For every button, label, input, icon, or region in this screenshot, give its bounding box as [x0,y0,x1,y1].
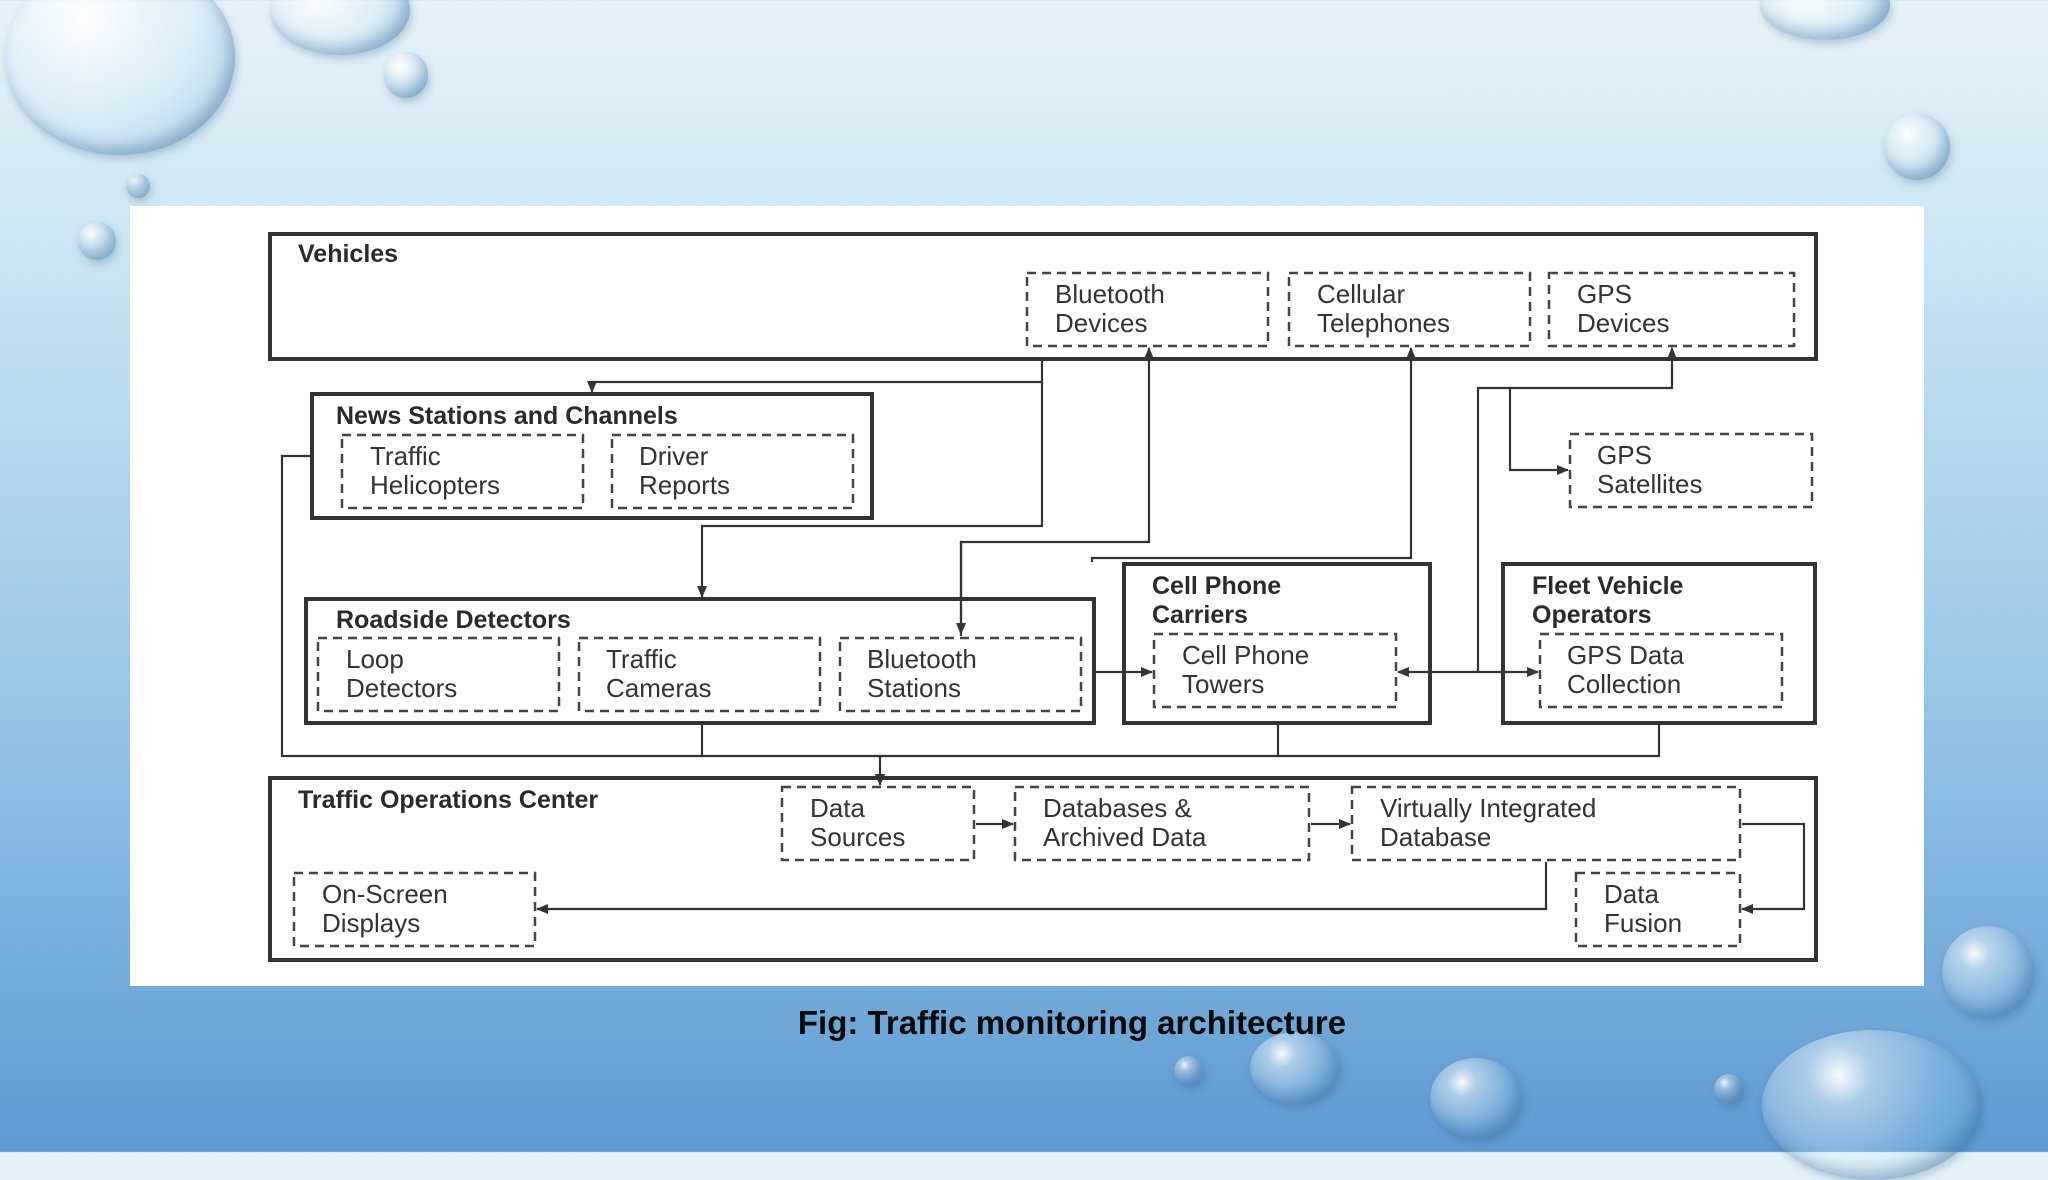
traffic-cameras-label: Traffic Cameras [606,644,712,703]
diagram-lines [268,232,1818,962]
bluetooth-stations-label: Bluetooth Stations [867,644,977,703]
news-title: News Stations and Channels [336,402,678,430]
cell-carriers-box [1122,562,1432,725]
water-drop-decoration [384,52,428,98]
databases-archived-label: Databases & Archived Data [1043,793,1207,852]
loop-detectors-label: Loop Detectors [346,644,458,703]
gps-data-collection-box [1538,632,1784,709]
fleet-box [1501,562,1817,725]
fleet-title: Fleet Vehicle Operators [1532,572,1684,629]
bluetooth-stations-box [838,636,1083,713]
toc-title: Traffic Operations Center [298,786,599,814]
cellular-telephones-box [1287,271,1532,348]
virtually-integrated-label: Virtually Integrated Database [1380,793,1597,852]
figure-caption: Fig: Traffic monitoring architecture [797,1004,1347,1041]
gps-data-collection-label: GPS Data Collection [1567,640,1685,699]
cellular-telephones-label: Cellular Telephones [1317,279,1450,338]
water-drop-decoration [78,222,116,260]
data-sources-label: Data Sources [810,793,906,852]
driver-reports-box [610,433,855,510]
gps-devices-box [1547,271,1796,348]
traffic-cameras-box [577,636,822,713]
traffic-helicopters-label: Traffic Helicopters [370,441,501,500]
data-fusion-label: Data Fusion [1604,879,1683,938]
water-drop-decoration [1762,1030,1982,1180]
water-drop-decoration [1760,0,1890,40]
water-drop-decoration [1884,114,1950,180]
connector-carriers-to-cellular [1090,347,1416,562]
news-box [310,392,874,520]
bluetooth-devices-label: Bluetooth Devices [1055,279,1165,338]
connector-gps-devices [1476,347,1677,672]
water-drop-decoration [126,174,150,198]
water-drop-decoration [1174,1056,1204,1086]
toc-box [268,776,1818,962]
gps-satellites-label: GPS Satellites [1597,440,1703,499]
cell-phone-towers-box [1152,632,1398,709]
water-drop-decoration [1942,926,2034,1018]
connector-integrated-to-fusion [1741,822,1806,914]
roadside-box [304,597,1096,725]
water-drop-decoration [1714,1074,1744,1104]
water-drop-decoration [5,0,235,155]
water-drop-decoration [270,0,410,55]
connector-vehicles-to-news [587,359,1044,393]
connector-news-to-toc [280,454,880,758]
loop-detectors-box [316,636,561,713]
data-sources-box [780,785,976,862]
databases-archived-box [1013,785,1311,862]
driver-reports-label: Driver Reports [639,441,731,500]
gps-satellites-box [1568,432,1814,509]
cell-phone-towers-label: Cell Phone Towers [1182,640,1310,699]
connector-fusion-to-displays [536,862,1548,914]
traffic-helicopters-box [340,433,585,510]
virtually-integrated-box [1350,785,1742,862]
connector-gps-satellites [1508,388,1569,475]
on-screen-displays-box [292,871,537,948]
gps-devices-label: GPS Devices [1577,279,1670,338]
bluetooth-devices-box [1025,271,1270,348]
water-drop-decoration [1430,1058,1522,1138]
diagram-panel: Vehicles News Stations and Channels Road… [130,206,1924,986]
roadside-title: Roadside Detectors [336,606,571,634]
water-drop-decoration [1250,1032,1340,1104]
on-screen-displays-label: On-Screen Displays [322,879,448,938]
cell-carriers-title: Cell Phone Carriers [1152,572,1282,629]
vehicles-title: Vehicles [298,240,399,268]
data-fusion-box [1574,871,1742,948]
connector-bt-stations-to-bt-devices [959,347,1154,636]
connector-vehicles-to-roadside [697,382,1044,598]
